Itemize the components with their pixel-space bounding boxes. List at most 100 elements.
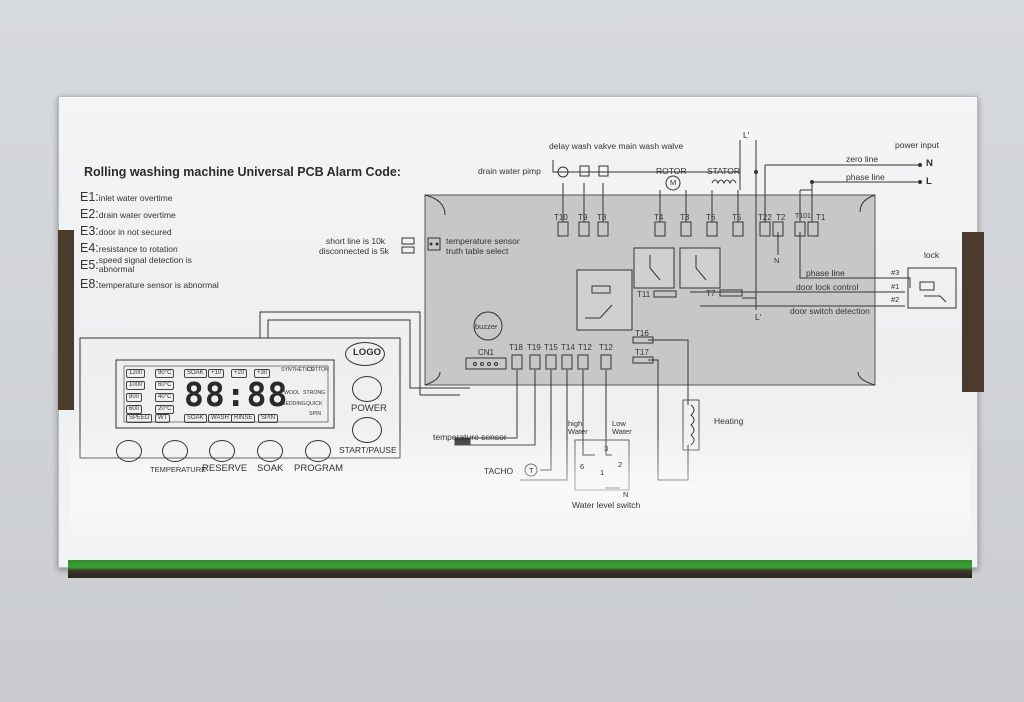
l-prime-label: L' xyxy=(743,130,750,140)
lcd-chip-wash: WASH xyxy=(208,414,232,423)
motor-m-label: M xyxy=(670,178,677,187)
lock-pin-3: #3 xyxy=(891,268,900,277)
door-lock-control-label: door lock control xyxy=(796,282,859,292)
water-level-switch-label: Water level switch xyxy=(572,500,641,510)
alarm-code-e2: E2:drain water overtime xyxy=(80,207,176,221)
terminal-t9: T9 xyxy=(578,213,588,222)
terminal-t16: T16 xyxy=(635,329,649,338)
terminal-t5: T5 xyxy=(732,213,742,222)
lcd-chip-plus30: +30 xyxy=(254,369,271,378)
temperature-button-label: TEMPERATURE xyxy=(150,465,207,474)
terminal-t19: T19 xyxy=(527,343,541,352)
terminal-t6: T6 xyxy=(706,213,716,222)
buzzer-label: buzzer xyxy=(475,322,498,331)
lock-phase-line-label: phase line xyxy=(806,268,845,278)
page-title: Rolling washing machine Universal PCB Al… xyxy=(84,165,401,179)
terminal-t1: T1 xyxy=(816,213,826,222)
logo-badge: LOGO xyxy=(345,342,385,366)
lcd-chip-soak: SOAK xyxy=(184,369,207,378)
terminal-t10: T10 xyxy=(554,213,568,222)
lcd-chip-600: 600 xyxy=(126,405,143,414)
door-switch-detection-label: door switch detection xyxy=(790,306,870,316)
lcd-chip-rinse: RINSE xyxy=(231,414,256,423)
switch-pin-3: 3 xyxy=(604,444,609,453)
terminal-t2: T2 xyxy=(776,213,786,222)
lock-pin-2: #2 xyxy=(891,295,900,304)
terminal-t18: T18 xyxy=(509,343,523,352)
terminal-t11: T11 xyxy=(637,290,651,299)
speed-button[interactable] xyxy=(116,440,142,462)
l-terminal-label: L xyxy=(926,176,932,187)
terminal-t101: T101 xyxy=(795,213,811,220)
lcd-chip-spin: SPIN xyxy=(258,414,279,423)
alarm-code-list: E1:inlet water overtime E2:drain water o… xyxy=(80,188,219,292)
lcd-chip-800: 800 xyxy=(126,393,143,402)
start-pause-button[interactable] xyxy=(352,417,382,443)
lcd-label-cotton: COTTON xyxy=(307,367,329,373)
start-pause-label: START/PAUSE xyxy=(339,445,397,455)
power-button[interactable] xyxy=(352,376,382,402)
lcd-chip-90c: 90°C xyxy=(155,369,175,378)
program-button[interactable] xyxy=(305,440,331,462)
lock-label: lock xyxy=(924,250,940,260)
heating-label: Heating xyxy=(714,416,744,426)
temperature-sensor-label: temperature sensor xyxy=(433,432,507,442)
terminal-t7: T7 xyxy=(706,289,716,298)
lcd-chip-40c: 40°C xyxy=(155,393,175,402)
box-edge-left xyxy=(58,230,74,410)
alarm-code-e4: E4:resistance to rotation xyxy=(80,241,178,255)
lock-pin-1: #1 xyxy=(891,282,900,291)
power-button-label: POWER xyxy=(351,403,387,414)
lcd-label-quick: QUICK xyxy=(306,401,323,407)
terminal-t15: T15 xyxy=(544,343,558,352)
lcd-chip-wt: WT xyxy=(155,414,171,423)
temperature-button[interactable] xyxy=(162,440,188,462)
stator-label: STATOR xyxy=(707,166,741,176)
switch-pin-6: 6 xyxy=(580,462,585,471)
program-button-label: PROGRAM xyxy=(294,463,344,474)
lcd-chip-20c: 20°C xyxy=(155,405,175,414)
switch-pin-1: 1 xyxy=(600,468,605,477)
lcd-label-spin: SPIN xyxy=(309,411,322,417)
terminal-t14: T14 xyxy=(561,343,575,352)
terminal-t3: T3 xyxy=(680,213,690,222)
alarm-code-e1: E1:inlet water overtime xyxy=(80,190,173,204)
temp-sensor-select-label: temperature sensor xyxy=(446,236,520,246)
short-line-note: short line is 10k xyxy=(326,236,386,246)
n-terminal-label: N xyxy=(926,158,933,169)
lcd-label-wool: WOOL xyxy=(284,390,300,396)
terminal-t12a: T12 xyxy=(578,343,592,352)
low-water-label: Low Water xyxy=(612,419,632,436)
terminal-t17: T17 xyxy=(635,348,649,357)
terminal-t12b: T12 xyxy=(599,343,613,352)
lcd-chip-plus10: +10 xyxy=(208,369,225,378)
tacho-label: TACHO xyxy=(484,466,514,476)
power-input-label: power input xyxy=(895,140,939,150)
alarm-code-e3: E3:door in not secured xyxy=(80,224,172,238)
lcd-chip-plus20: +20 xyxy=(231,369,248,378)
soak-button[interactable] xyxy=(257,440,283,462)
lcd-chip-speed: SPEED xyxy=(126,414,153,423)
switch-pin-2: 2 xyxy=(618,460,623,469)
l-prime-lower-label: L' xyxy=(755,312,762,322)
terminal-t22: T22 xyxy=(758,213,772,222)
connector-cn1: CN1 xyxy=(478,348,495,357)
terminal-t4: T4 xyxy=(654,213,664,222)
reserve-button[interactable] xyxy=(209,440,235,462)
lcd-label-synthetics: SYNTHETICS xyxy=(281,367,314,373)
terminal-t8: T8 xyxy=(597,213,607,222)
n-bottom-label: N xyxy=(623,490,629,499)
truth-table-label: truth table select xyxy=(446,246,509,256)
soak-button-label: SOAK xyxy=(257,463,284,474)
tacho-t-label: T xyxy=(529,466,534,475)
box-edge-right xyxy=(962,232,984,392)
alarm-code-e8: E8:temperature sensor is abnormal xyxy=(80,277,219,291)
lcd-label-strong: STRONG xyxy=(303,390,326,396)
lcd-chip-soak-bottom: SOAK xyxy=(184,414,207,423)
n-small-label: N xyxy=(774,256,780,265)
drain-pump-label: drain water pimp xyxy=(478,166,541,176)
zero-line-label: zero line xyxy=(846,154,879,164)
lcd-chip-1200: 1200 xyxy=(126,369,146,378)
rotor-label: ROTOR xyxy=(656,166,687,176)
